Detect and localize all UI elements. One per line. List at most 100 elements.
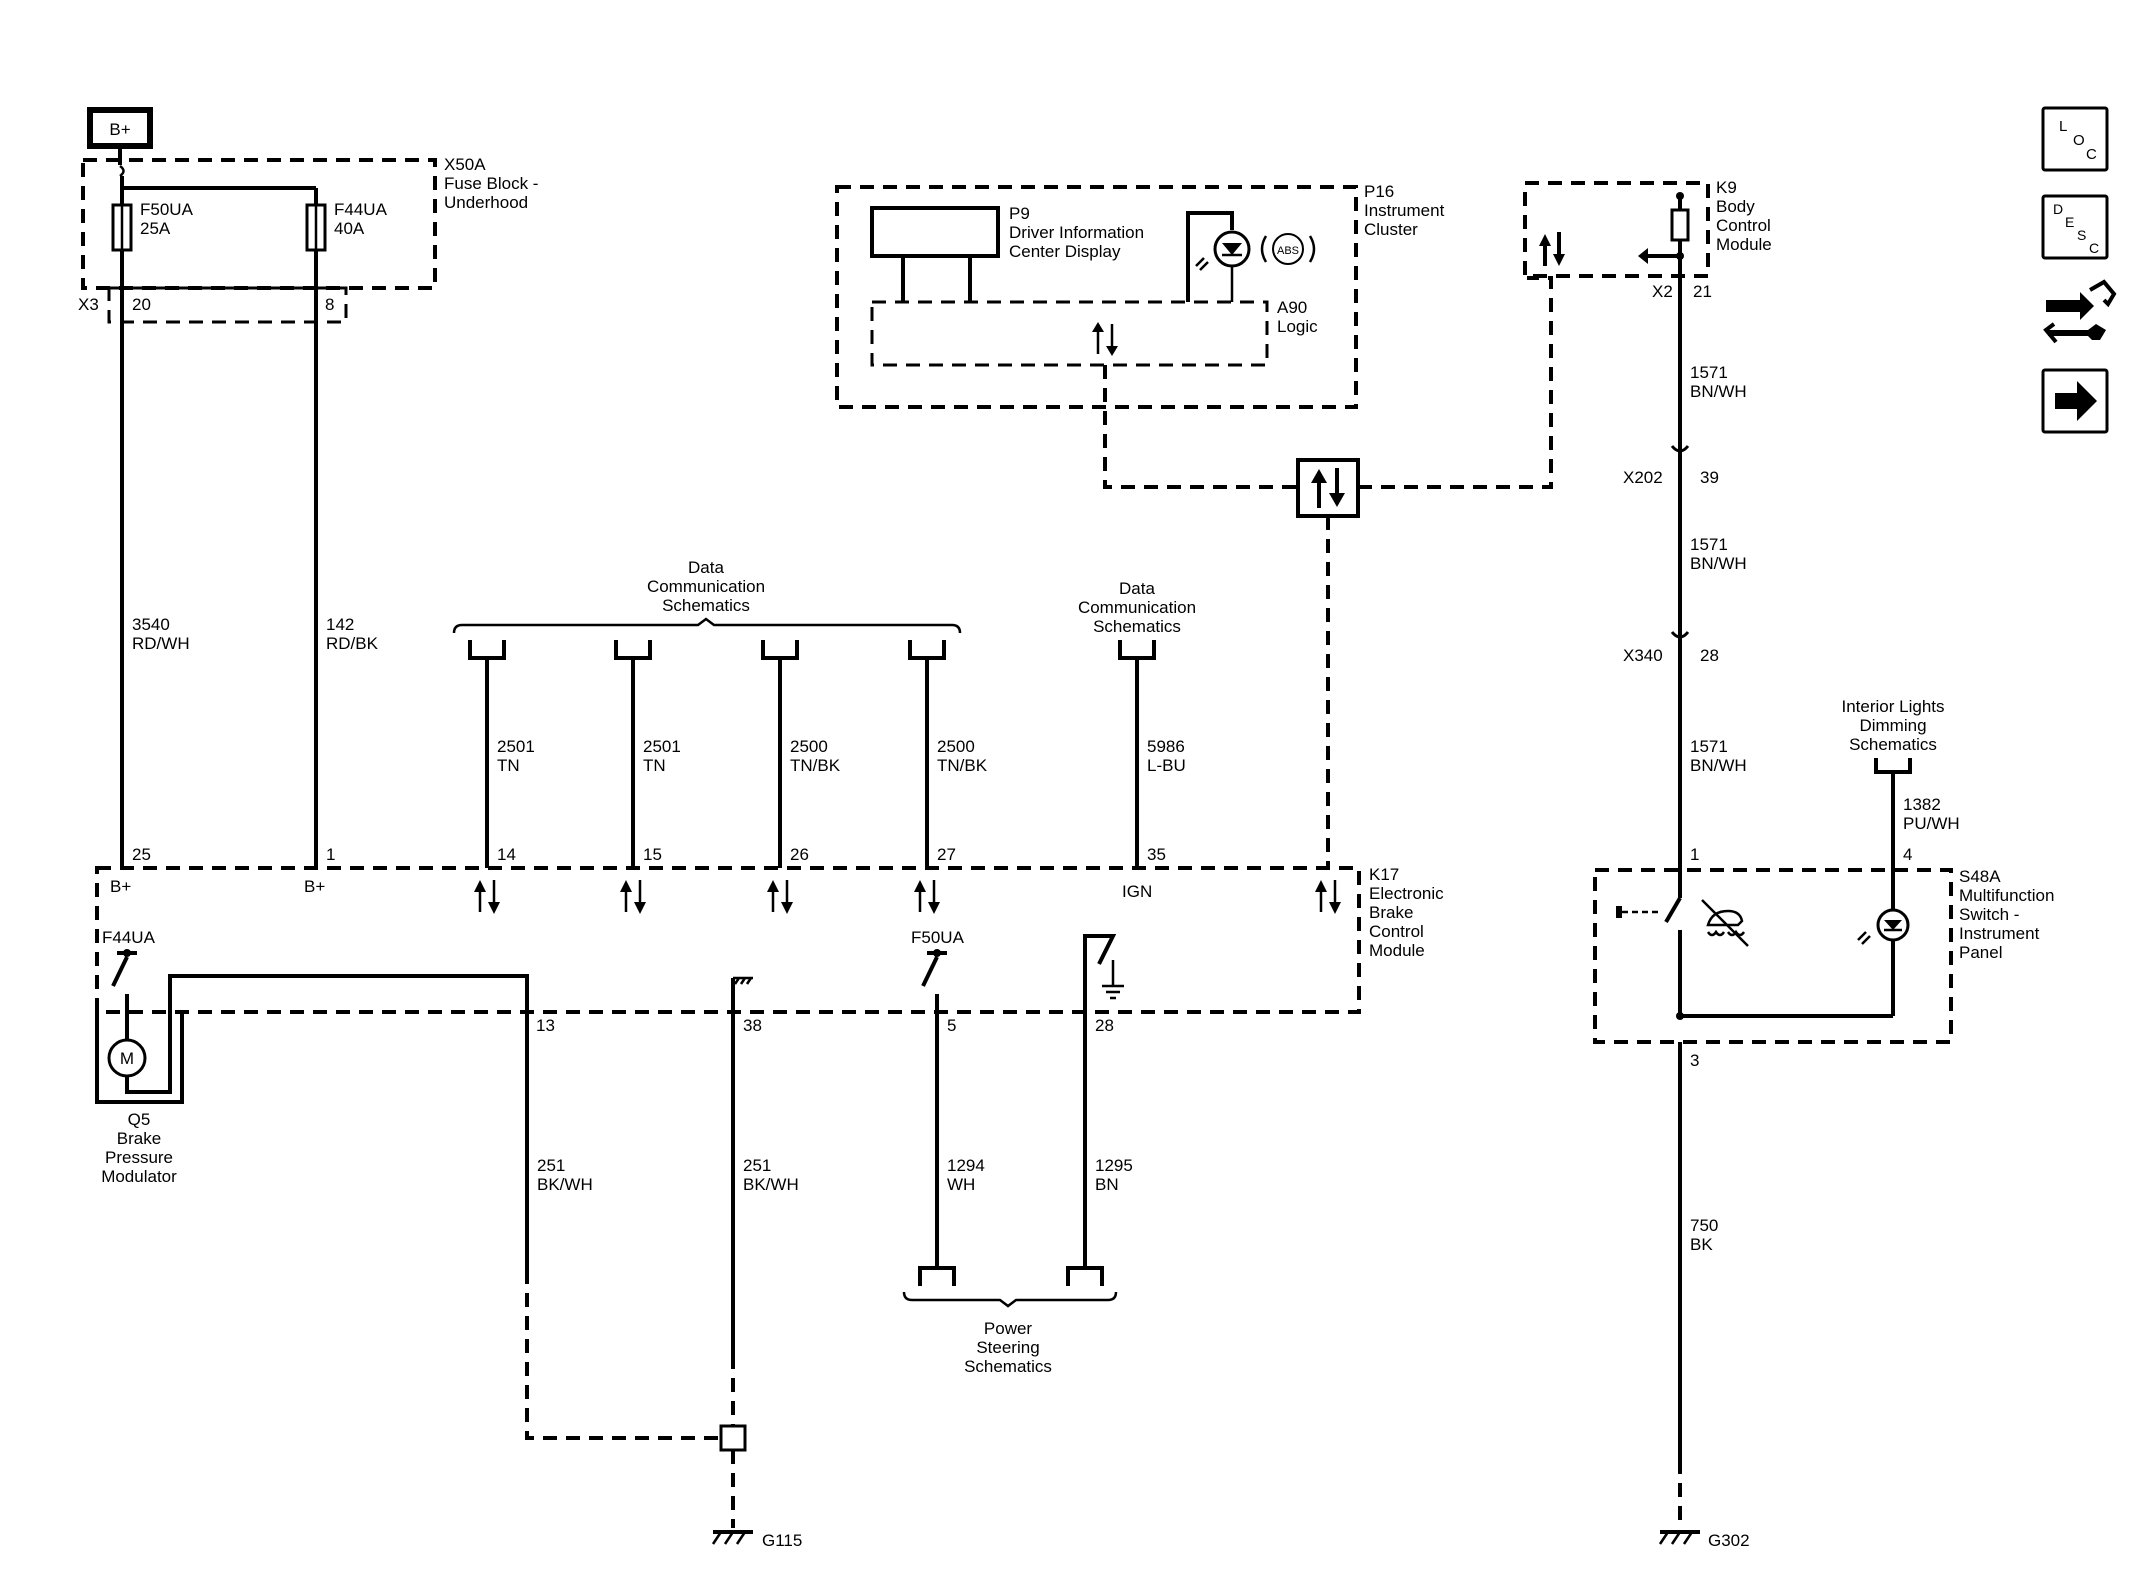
a90-id: A90 <box>1277 298 1307 317</box>
loc-letter-l: L <box>2059 118 2067 135</box>
wire-1382-circuit: 1382 <box>1903 795 1941 814</box>
power-steering-reference: Power Steering Schematics <box>902 1266 1118 1376</box>
x3-pin-20: 20 <box>132 295 151 314</box>
k17-fuse-label-f50ua: F50UA <box>911 928 965 947</box>
s48a-id: S48A <box>1959 867 2001 886</box>
desc-letter-c: C <box>2089 240 2099 256</box>
location-button[interactable]: L O C <box>2041 106 2109 172</box>
ref2-line-1: Data <box>1119 579 1155 598</box>
q5-name-1: Brake <box>117 1129 161 1148</box>
wire-1294-color: WH <box>947 1175 975 1194</box>
ground-splice <box>719 1424 747 1452</box>
wire-1382-color: PU/WH <box>1903 814 1960 833</box>
brake-pressure-modulator-q5: M Q5 Brake Pressure Modulator <box>95 974 529 1270</box>
ground-g115-icon <box>711 1530 753 1545</box>
ground-g302-icon <box>1658 1530 1700 1545</box>
wire-2501b-circuit: 2501 <box>643 737 681 756</box>
f50ua-rating: 25A <box>140 219 171 238</box>
ref1-line-1: Data <box>688 558 724 577</box>
loc-letter-o: O <box>2073 132 2085 149</box>
data-communication-reference-1: Data Communication Schematics <box>452 558 962 634</box>
x202-pin: 39 <box>1700 468 1719 487</box>
wire-5986-color: L-BU <box>1147 756 1186 775</box>
k17-name-4: Module <box>1369 941 1425 960</box>
ref-int-line-3: Schematics <box>1849 735 1937 754</box>
ref-int-line-1: Interior Lights <box>1842 697 1945 716</box>
s48a-pin-1: 1 <box>1690 845 1699 864</box>
k17-pin-14: 14 <box>497 845 516 864</box>
abs-text: ABS <box>1277 245 1299 257</box>
k17-pin-1: 1 <box>326 845 335 864</box>
wire-2500b-color: TN/BK <box>937 756 988 775</box>
connector-tools-icon[interactable] <box>2043 279 2117 344</box>
connector-x340: X340 28 <box>1623 631 1719 665</box>
k17-name-1: Electronic <box>1369 884 1444 903</box>
wire-251b-color: BK/WH <box>743 1175 799 1194</box>
wire-1571c-color: BN/WH <box>1690 756 1747 775</box>
k17-pin-25: 25 <box>132 845 151 864</box>
k17-pin-35: 35 <box>1147 845 1166 864</box>
ground-g302-label: G302 <box>1708 1531 1750 1550</box>
s48a-name-2: Switch - <box>1959 905 2019 924</box>
x50a-id: X50A <box>444 155 486 174</box>
k17-pin-15: 15 <box>643 845 662 864</box>
battery-symbol: B+ <box>87 107 153 149</box>
ref1-line-2: Communication <box>647 577 765 596</box>
p9-name-1: Driver Information <box>1009 223 1144 242</box>
k17-bplus-label-1: B+ <box>110 877 131 896</box>
wire-1295-color: BN <box>1095 1175 1119 1194</box>
k17-pin-28: 28 <box>1095 1016 1114 1035</box>
s48a-name-4: Panel <box>1959 943 2002 962</box>
wire-1571b-color: BN/WH <box>1690 554 1747 573</box>
traction-control-off-icon <box>1701 899 1749 947</box>
k17-fuse-label-f44ua: F44UA <box>102 928 156 947</box>
p9-name-2: Center Display <box>1009 242 1121 261</box>
k17-pin-13: 13 <box>536 1016 555 1035</box>
motor-label: M <box>120 1049 134 1068</box>
k17-ign-label: IGN <box>1122 882 1152 901</box>
k17-serial-data-arrows-icon <box>474 880 1341 914</box>
wire-2500a-circuit: 2500 <box>790 737 828 756</box>
k9-name-2: Control <box>1716 216 1771 235</box>
instrument-cluster-p16: P16 Instrument Cluster P9 Driver Informa… <box>835 182 1445 409</box>
ps-ref-line-1: Power <box>984 1319 1033 1338</box>
k17-pin-27: 27 <box>937 845 956 864</box>
ps-ref-line-3: Schematics <box>964 1357 1052 1376</box>
driver-info-display <box>870 206 1000 258</box>
wire-1571c-circuit: 1571 <box>1690 737 1728 756</box>
description-button[interactable]: D E S C <box>2041 194 2109 260</box>
interior-lights-reference: Interior Lights Dimming Schematics <box>1842 697 1945 774</box>
s48a-name-3: Instrument <box>1959 924 2040 943</box>
ref-int-line-2: Dimming <box>1859 716 1926 735</box>
wire-750-color: BK <box>1690 1235 1713 1254</box>
body-control-module-k9: K9 Body Control Module X2 21 <box>1523 178 1772 301</box>
fuse-block-x50a: X50A Fuse Block - Underhood F50UA 25A F4… <box>78 155 538 324</box>
desc-letter-e: E <box>2065 214 2074 230</box>
p16-id: P16 <box>1364 182 1394 201</box>
multifunction-switch-s48a: S48A Multifunction Switch - Instrument P… <box>1593 845 2054 1070</box>
k9-connector-id: X2 <box>1652 282 1673 301</box>
s48a-pin-3: 3 <box>1690 1051 1699 1070</box>
k17-name-3: Control <box>1369 922 1424 941</box>
ref2-line-2: Communication <box>1078 598 1196 617</box>
wire-2500a-color: TN/BK <box>790 756 841 775</box>
p16-name-1: Instrument <box>1364 201 1445 220</box>
serial-data-splice <box>1296 458 1360 518</box>
battery-label: B+ <box>109 120 130 139</box>
wire-251a-color: BK/WH <box>537 1175 593 1194</box>
ref2-line-3: Schematics <box>1093 617 1181 636</box>
ps-ref-line-2: Steering <box>976 1338 1039 1357</box>
wire-5986-circuit: 5986 <box>1147 737 1185 756</box>
abs-symbol-icon: ABS <box>1260 233 1316 265</box>
wire-1295-circuit: 1295 <box>1095 1156 1133 1175</box>
next-arrow-button[interactable] <box>2041 368 2109 434</box>
wire-2501a-circuit: 2501 <box>497 737 535 756</box>
k17-pin-38: 38 <box>743 1016 762 1035</box>
wire-2501a-color: TN <box>497 756 520 775</box>
q5-id: Q5 <box>128 1110 151 1129</box>
k9-name-1: Body <box>1716 197 1755 216</box>
connector-x202: X202 39 <box>1623 445 1719 487</box>
p9-id: P9 <box>1009 204 1030 223</box>
k17-pin-5: 5 <box>947 1016 956 1035</box>
